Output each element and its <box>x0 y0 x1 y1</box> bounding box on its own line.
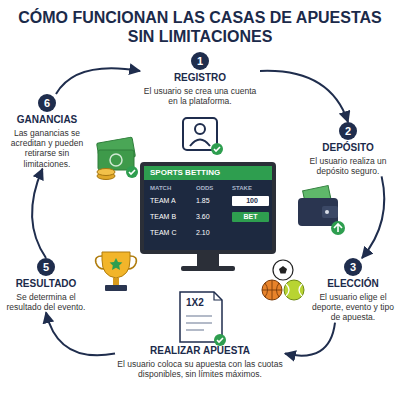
step-box: 5RESULTADO Se determina el resultado del … <box>2 258 90 312</box>
cycle-arrow <box>260 71 348 122</box>
monitor-stand <box>181 254 235 271</box>
table-cell: TEAM B <box>150 212 176 221</box>
cycle-arrow <box>285 323 335 356</box>
trophy-icon <box>96 256 137 269</box>
step-heading: GANANCIAS <box>2 114 92 126</box>
step-heading: RESULTADO <box>2 278 90 290</box>
step-heading: REALIZAR APUESTA <box>115 345 285 357</box>
screen-title-bar: SPORTS BETTING <box>144 166 272 180</box>
table-cell: TEAM C <box>150 228 176 237</box>
table-header: MATCH <box>150 184 171 192</box>
bet-ticket-icon <box>186 316 212 330</box>
step-heading: REGISTRO <box>140 72 260 84</box>
user-card-icon <box>214 147 220 151</box>
money-icon <box>98 150 134 170</box>
wallet-icon <box>322 206 338 218</box>
cycle-arrow <box>46 312 115 355</box>
bet-button: BET <box>232 212 269 222</box>
bet-ticket-icon <box>180 292 222 342</box>
step-description: Se determina el resultado del evento. <box>2 292 90 312</box>
monitor-stand <box>197 254 219 266</box>
table-cell: 1.85 <box>196 196 210 205</box>
bet-ticket-icon <box>214 292 222 300</box>
step-description: El usuario coloca su apuesta con las cuo… <box>115 359 285 379</box>
monitor-screen: SPORTS BETTING MATCH ODDS STAKE TEAM A 1.85TE… <box>140 162 276 254</box>
money-icon <box>97 137 138 179</box>
cycle-arrow <box>362 176 384 258</box>
wallet-icon <box>331 221 345 235</box>
sports-balls-icon <box>262 280 282 300</box>
sports-balls-icon <box>284 280 304 300</box>
step-number: 1 <box>191 52 209 70</box>
step-heading: ELECCIÓN <box>308 278 398 290</box>
wallet-icon <box>334 224 342 232</box>
step-description: Las ganancias se acreditan y pueden reti… <box>2 128 92 169</box>
step-number: 3 <box>344 258 362 276</box>
table-header: ODDS <box>196 184 213 192</box>
step-description: El usuario realiza un depósito seguro. <box>300 156 396 176</box>
sports-balls-icon <box>279 266 287 274</box>
user-card-icon <box>190 140 210 147</box>
step-description: El usuario elige el deporte, evento y ti… <box>308 292 398 323</box>
table-header: STAKE <box>232 184 252 192</box>
sports-balls-icon <box>262 280 282 300</box>
wallet-icon <box>325 210 329 214</box>
user-card-icon <box>195 124 205 134</box>
bet-ticket-icon <box>217 338 223 342</box>
wallet-icon <box>298 198 338 226</box>
user-card-icon <box>183 118 217 150</box>
sports-balls-icon <box>273 260 293 280</box>
sports-balls-icon <box>286 284 302 296</box>
step-box: REALIZAR APUESTA El usuario coloca su apu… <box>115 345 285 379</box>
money-icon <box>126 166 138 178</box>
bet-ticket-icon <box>180 292 226 346</box>
bet-ticket-icon <box>214 334 226 346</box>
stake-input: 100 <box>232 196 269 206</box>
trophy-icon <box>105 285 127 291</box>
step-number: 5 <box>37 258 55 276</box>
step-description: El usuario se crea una cuenta en la plat… <box>140 86 260 106</box>
monitor-stand <box>181 266 235 271</box>
step-box: 1REGISTRO El usuario se crea una cuenta e… <box>140 52 260 106</box>
user-card-icon <box>183 118 223 155</box>
title: CÓMO FUNCIONAN LAS CASAS DE APUESTAS SIN… <box>10 8 390 46</box>
step-number: 2 <box>339 122 357 140</box>
cycle-arrow <box>56 68 140 94</box>
wallet-icon <box>298 185 345 235</box>
money-icon <box>110 154 122 166</box>
trophy-icon <box>102 252 130 278</box>
table-cell: TEAM A <box>150 196 176 205</box>
sports-balls-icon <box>262 260 304 300</box>
trophy-icon <box>110 258 123 270</box>
money-icon <box>129 170 135 174</box>
step-box: 2DEPÓSITO El usuario realiza un depósito … <box>300 122 396 176</box>
step-box: 6GANANCIAS Las ganancias se acreditan y p… <box>2 94 92 169</box>
ticket-text: 1X2 <box>186 297 204 309</box>
step-heading: DEPÓSITO <box>300 142 396 154</box>
trophy-icon <box>96 252 137 291</box>
user-card-icon <box>211 143 223 155</box>
step-number: 6 <box>38 94 56 112</box>
table-cell: 3.60 <box>196 212 210 221</box>
trophy-icon <box>113 278 119 285</box>
money-icon <box>97 169 115 176</box>
table-cell: 2.10 <box>196 228 210 237</box>
cycle-arrow <box>32 169 46 258</box>
step-box: 3ELECCIÓN El usuario elige el deporte, ev… <box>308 258 398 323</box>
